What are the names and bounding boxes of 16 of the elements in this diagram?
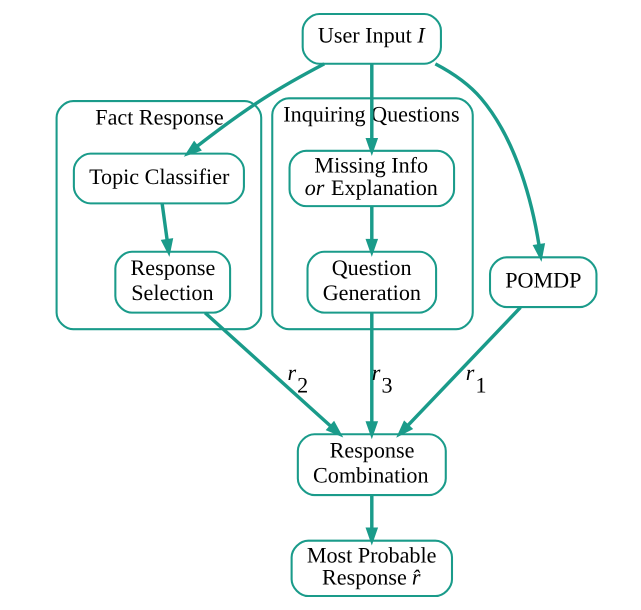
arrow	[365, 64, 378, 156]
arrow	[365, 312, 378, 440]
arrow	[365, 495, 378, 546]
node-box: Question Generation	[306, 250, 437, 314]
arrow	[365, 206, 378, 257]
node-box: Response Combination	[296, 433, 446, 496]
node-box: Response Selection	[114, 250, 231, 314]
arrow	[434, 62, 545, 262]
node-box: POMDP	[488, 256, 597, 308]
arrow	[183, 62, 325, 157]
node-box: Most Probable Response r̂	[290, 540, 453, 598]
arrow	[396, 306, 522, 438]
node-box: User Input I	[301, 12, 442, 65]
node-box: Missing Info or Explanation	[288, 150, 455, 208]
arrow	[160, 204, 173, 257]
node-box: Topic Classifier	[72, 152, 244, 204]
